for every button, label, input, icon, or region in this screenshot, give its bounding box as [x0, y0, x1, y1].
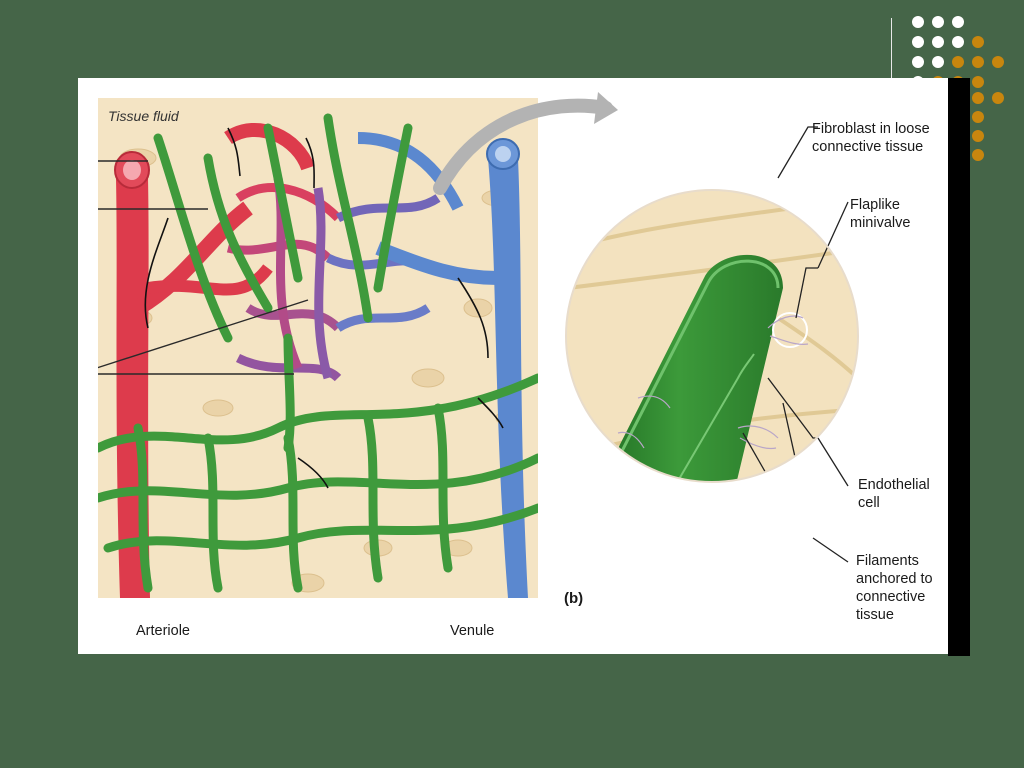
slide-edge-bar [948, 78, 970, 656]
panel-label: (b) [564, 590, 584, 607]
magnified-capillary-illustration [566, 190, 858, 482]
label-arteriole: Arteriole [136, 623, 190, 639]
label-fibroblast: Fibroblast in loose connective tissue [812, 121, 930, 156]
label-flaplike-minivalve: Flaplike minivalve [850, 197, 911, 232]
label-venule: Venule [450, 623, 495, 639]
label-filaments: Filaments anchored to connective tissue [856, 553, 933, 624]
label-tissue-fluid: Tissue fluid [108, 108, 179, 124]
decorative-divider [891, 18, 892, 78]
lymphatic-capillary-figure: Tissue fluid Arteriole Venule (b) Fibrob… [78, 78, 948, 654]
figure-illustration [98, 92, 859, 598]
capillary-bed-illustration [98, 98, 538, 598]
label-endothelial-cell: Endothelial cell [858, 477, 930, 512]
